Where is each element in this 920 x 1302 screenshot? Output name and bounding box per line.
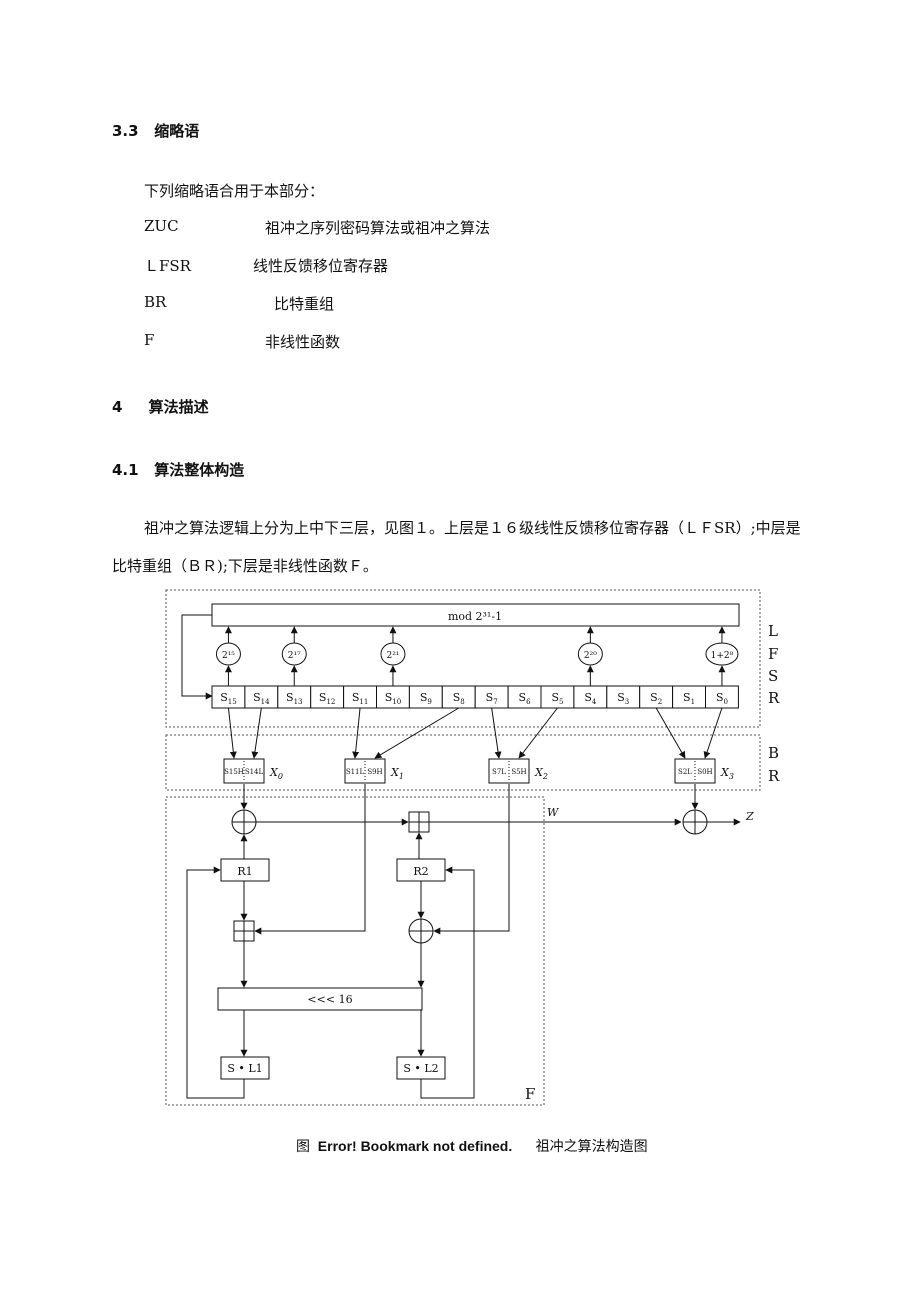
mod-adder-label: mod 2³¹-1 [448,610,502,623]
section-title: 算法描述 [148,398,209,416]
section-number: 4 [112,398,123,416]
lfsr-cell-label: S6 [519,691,532,706]
abbreviation-intro: 下列缩略语合用于本部分： [144,182,325,200]
br-left-half-label: S2L [678,768,692,776]
lfsr-cell-label: S2 [650,691,662,706]
rotate-box [217,987,423,1011]
feedback-arrow [181,614,213,700]
lfsr-side-label-s: S [768,667,778,685]
arrow-cell-to-br [518,707,558,759]
br-left-half-label: S11L [346,768,365,776]
lfsr-cell-label: S3 [617,691,629,706]
lfsr-cell-label: S7 [486,691,498,706]
caption-prefix: 图 [296,1138,310,1154]
br-output-label: X0 [269,766,283,781]
figure-caption: 图 Error! Bookmark not defined. 祖冲之算法构造图 [296,1136,648,1156]
arrow-cell-to-br [491,707,502,759]
lfsr-cell-label: S1 [683,691,695,706]
section-4-1-heading: 4.1 算法整体构造 [112,459,244,480]
r1-label: R1 [237,865,252,878]
arrow-cell-to-br [374,707,460,759]
abbr-def-zuc: 祖冲之序列密码算法或祖冲之算法 [265,219,491,237]
f-region [165,796,545,1106]
arrow-x2-to-xor [433,784,510,935]
abbr-def-f: 非线性函数 [265,333,341,351]
br-output-label: X1 [390,766,404,781]
lfsr-cell-label: S0 [716,691,728,706]
sl1-box [220,1056,270,1080]
br-right-half-label: S0H [697,768,712,776]
r2-label: R2 [413,865,428,878]
sl2-label: S • L2 [403,1062,438,1075]
lfsr-cell-label: S10 [385,691,401,706]
coef-label: 2¹⁷ [288,651,301,661]
section-number: 3.3 [112,122,139,140]
caption-title: 祖冲之算法构造图 [535,1138,648,1154]
lfsr-cell-label: S8 [453,691,465,706]
section-3-3-heading: 3.3 缩略语 [112,120,199,141]
lfsr-cell-label: S4 [584,691,597,706]
br-output-label: X2 [534,766,548,781]
br-output-label: X3 [720,766,734,781]
section-title: 算法整体构造 [154,461,245,479]
lfsr-coefficients: 2¹⁵ 2¹⁷ 2²¹ 2²⁰ 1+2⁸ [215,626,739,686]
lfsr-cell-label: S13 [286,691,302,706]
section-title: 缩略语 [154,122,200,140]
f-side-label: F [525,1085,535,1103]
lfsr-side-label-l: L [768,622,778,640]
arrow-sl1-to-r1 [186,866,245,1099]
arrow-cell-to-br [227,707,237,759]
abbr-def-lfsr: 线性反馈移位寄存器 [253,257,389,275]
abbr-term-f: F [144,331,155,349]
br-left-half-label: S15H [224,768,244,776]
coef-label: 1+2⁸ [711,651,734,661]
coef-label: 2²⁰ [584,651,597,661]
lfsr-cell-label: S14 [253,691,270,706]
r1-register [220,858,270,882]
coef-label: 2¹⁵ [222,651,235,661]
br-right-half-label: S14L [245,768,264,776]
sl1-label: S • L1 [227,1062,262,1075]
rotate-label: <<< 16 [307,993,352,1006]
arrow-cell-to-br [251,707,262,759]
br-right-half-label: S9H [367,768,382,776]
abbr-term-zuc: ZUC [144,217,179,235]
lfsr-region [165,589,761,728]
lfsr-cell-label: S12 [319,691,335,706]
lfsr-cell-label: S11 [352,691,368,706]
caption-error-text: Error! Bookmark not defined. [317,1138,513,1154]
lfsr-side-label-r: R [768,689,780,707]
lfsr-cell-label: S9 [420,691,432,706]
arrow-cell-to-br [352,707,361,759]
arrow-x1-to-adder [254,784,366,935]
arrow-cell-to-br [703,707,723,759]
coef-label: 2²¹ [386,651,399,661]
paragraph-line-2: 比特重组（ＢＲ);下层是非线性函数Ｆ。 [112,557,378,575]
z-label: Z [745,810,754,823]
arrow-sl2-to-r2 [420,866,475,1099]
abbr-term-lfsr: ＬFSR [144,257,191,275]
br-right-half-label: S5H [511,768,526,776]
abbr-def-br: 比特重组 [274,295,335,313]
br-side-label-r: R [768,767,780,785]
lfsr-side-label-f: F [768,645,778,663]
lfsr-cell-label: S15 [220,691,236,706]
section-number: 4.1 [112,461,139,479]
section-4-heading: 4 算法描述 [112,396,209,417]
br-region [165,734,761,791]
br-left-half-label: S7L [492,768,506,776]
paragraph-line-1: 祖冲之算法逻辑上分为上中下三层，见图１。上层是１６级线性反馈移位寄存器（ＬＦSR… [144,519,801,537]
w-label: W [547,806,560,819]
br-side-label-b: B [768,744,779,762]
arrow-cell-to-br [655,707,686,759]
lfsr-register-row: S15 S14 S13 S12 S11 S10 S9 S8 S7 S6 S5 S4 S3 S2 S1 S0 [211,685,739,709]
abbr-term-br: BR [144,293,167,311]
lfsr-cell-label: S5 [551,691,563,706]
